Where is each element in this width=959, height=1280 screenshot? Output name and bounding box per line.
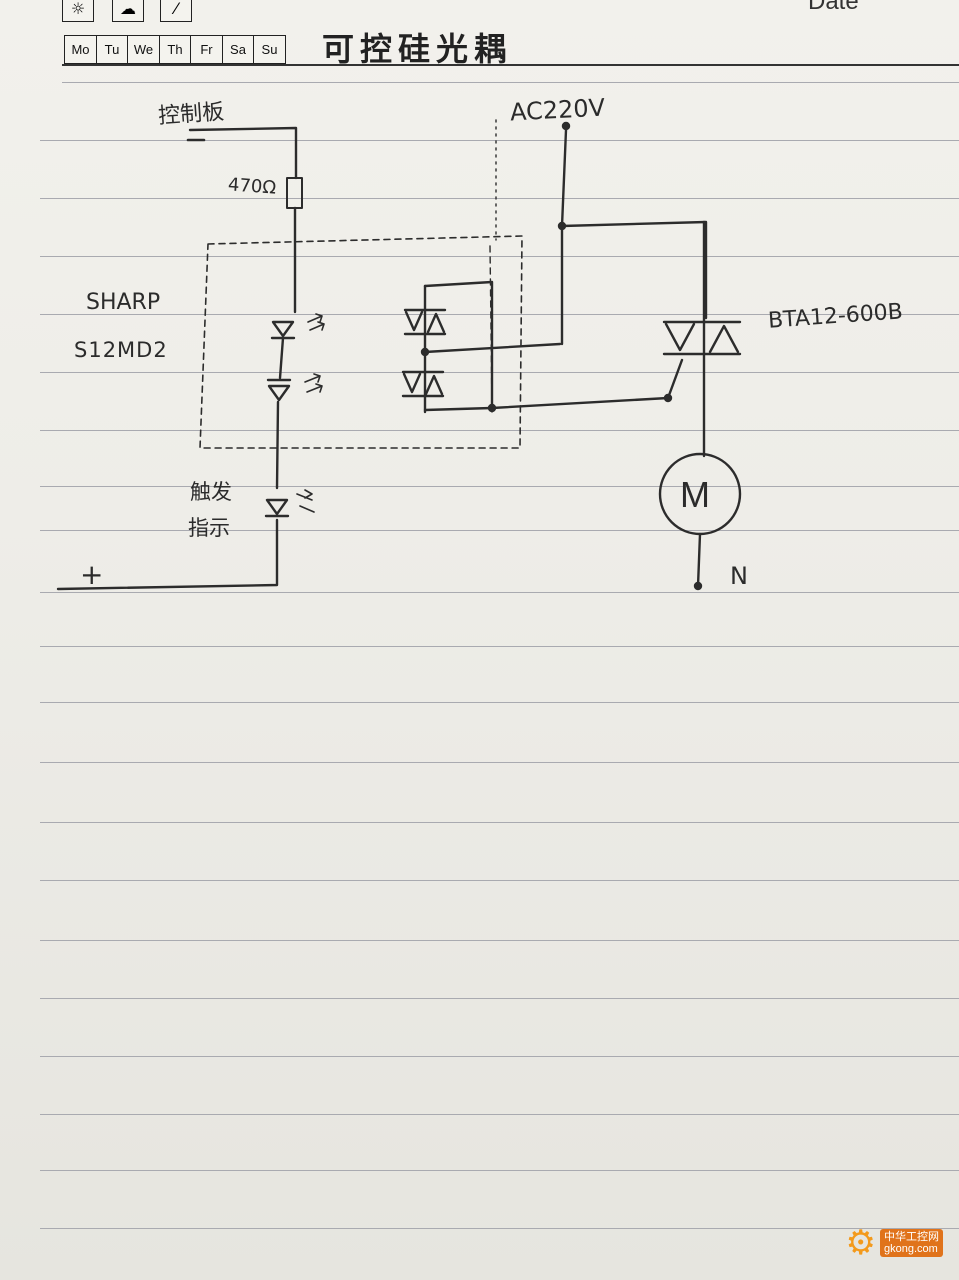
optocoupler-box (199, 235, 523, 449)
ruled-line (40, 372, 959, 373)
ruled-line (40, 1056, 959, 1057)
led-chain-wire (56, 206, 297, 591)
ruled-line (40, 198, 959, 199)
ruled-line (40, 702, 959, 703)
weekday-sa: Sa (221, 35, 255, 64)
ac-label: AC220V (509, 93, 606, 127)
page-title: 可控硅光耦 (322, 30, 513, 68)
motor-lead (696, 532, 702, 588)
ruled-line (40, 1228, 959, 1229)
opto-triac-2 (401, 350, 445, 414)
watermark-text: 中华工控网 gkong.com (880, 1228, 943, 1258)
indicator-label-2: 指示 (188, 516, 230, 540)
watermark-line-1: 中华工控网 (884, 1230, 939, 1243)
ruled-line (40, 486, 959, 487)
weekday-we: We (127, 35, 160, 64)
weekday-th: Th (158, 35, 192, 64)
neutral-label: N (730, 562, 748, 590)
ruled-line (40, 1170, 959, 1171)
ruled-line (40, 940, 959, 941)
cloud-icon: ☁ (112, 0, 144, 22)
ruled-line (40, 1114, 959, 1115)
main-triac (662, 220, 742, 458)
indicator-label-1: 触发 (190, 480, 232, 504)
resistor (286, 177, 303, 209)
watermark-line-2: gkong.com (884, 1243, 938, 1255)
ruled-line (40, 430, 959, 431)
header-rule (62, 64, 959, 66)
opto-led-2 (266, 373, 323, 402)
opto-triac-1 (403, 284, 447, 354)
ac-rail (560, 128, 708, 346)
ruled-line (40, 762, 959, 763)
ruled-line (40, 822, 959, 823)
ruled-line (40, 256, 959, 257)
ruled-line (40, 592, 959, 593)
motor-label: M (680, 474, 710, 515)
ruled-line (40, 880, 959, 881)
plus-label: + (80, 558, 104, 591)
ruled-line (40, 140, 959, 141)
ruled-line (62, 82, 959, 83)
opto-output-wires (423, 280, 670, 412)
optocoupler-model: S12MD2 (74, 338, 168, 362)
control-wire (188, 126, 298, 180)
opto-led-1 (270, 313, 325, 340)
control-board-label: 控制板 (157, 99, 225, 130)
weekday-su: Su (253, 35, 286, 64)
weekday-tu: Tu (95, 35, 129, 64)
resistor-label: 470Ω (227, 174, 277, 199)
gear-icon: ⚙ (845, 1223, 876, 1263)
date-label: Date (808, 0, 859, 15)
watermark: ⚙ 中华工控网 gkong.com (846, 1226, 943, 1260)
sun-icon: ☼ (62, 0, 94, 22)
ruled-line (40, 646, 959, 647)
indicator-led (264, 489, 315, 518)
weekday-mo: Mo (64, 35, 97, 64)
optocoupler-brand: SHARP (86, 290, 161, 315)
weekday-fr: Fr (190, 35, 223, 64)
ruled-line (40, 530, 959, 531)
rain-icon: ⁄ (160, 0, 192, 22)
ruled-line (40, 998, 959, 999)
ruled-line (40, 314, 959, 315)
